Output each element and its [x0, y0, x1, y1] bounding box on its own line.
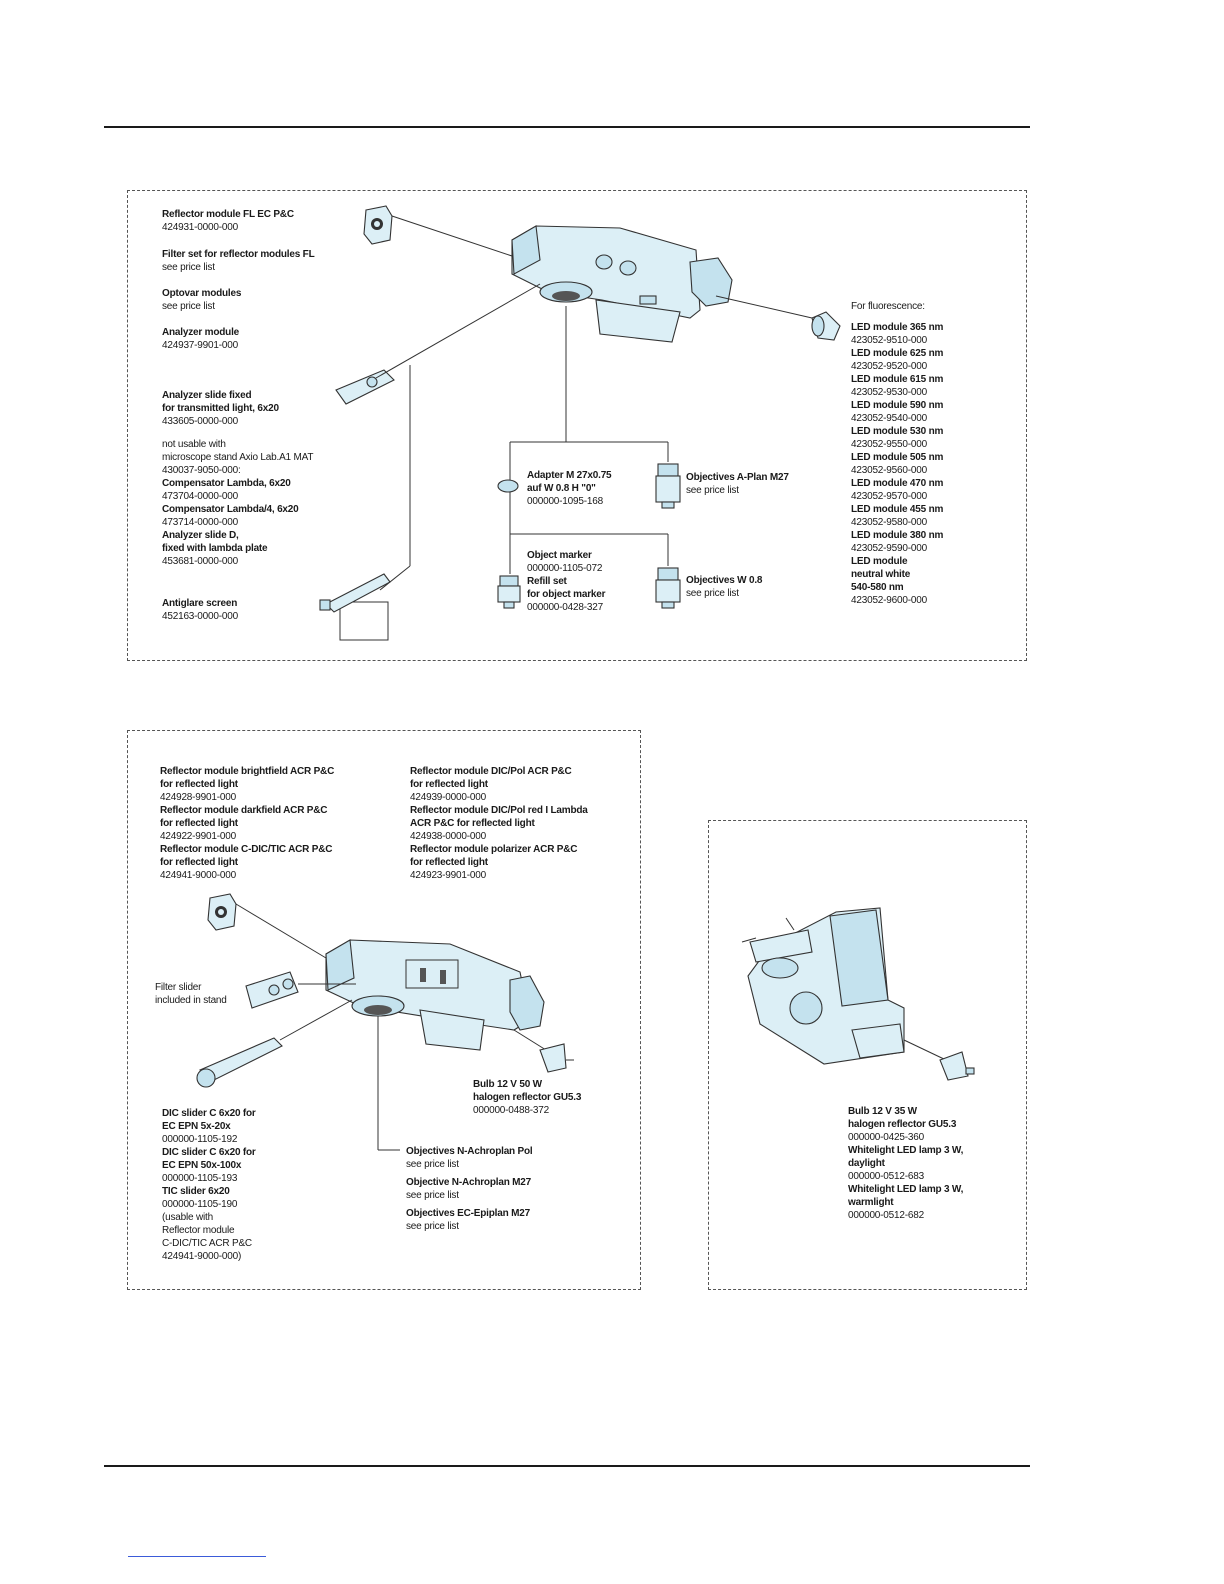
compensator-notice: not usable with microscope stand Axio La…: [162, 439, 314, 567]
reflector-cube-illustration: [363, 205, 393, 245]
filter-slider-illustration: [245, 971, 299, 1009]
adapter-ring-illustration: [497, 479, 519, 493]
reflector-cube-acr-illustration: [207, 893, 237, 931]
objective-aplan-illustration: [655, 463, 681, 509]
bottom-rule: [104, 1465, 1030, 1467]
halogen-bulb-35w-illustration: [939, 1051, 975, 1081]
panel-fluorescence-accessories: [127, 190, 1027, 661]
antiglare-screen-illustration: [319, 573, 391, 641]
object-marker-illustration: [497, 575, 521, 609]
led-module-illustration: [811, 311, 841, 341]
footer-link-underline[interactable]: [128, 1556, 266, 1557]
analyzer-slide-illustration: [335, 369, 395, 405]
halogen-bulb-50w-illustration: [539, 1043, 574, 1073]
panel-reflected-light-accessories: [127, 730, 641, 1290]
reflected-stand-head-illustration: [325, 939, 545, 1051]
panel-lamp-accessories: [708, 820, 1027, 1290]
stand-head-illustration: [511, 225, 733, 343]
objective-w08-illustration: [655, 567, 681, 609]
dic-slider-illustration: [196, 1037, 283, 1088]
top-rule: [104, 126, 1030, 128]
microscope-stand-illustration: [741, 907, 905, 1065]
